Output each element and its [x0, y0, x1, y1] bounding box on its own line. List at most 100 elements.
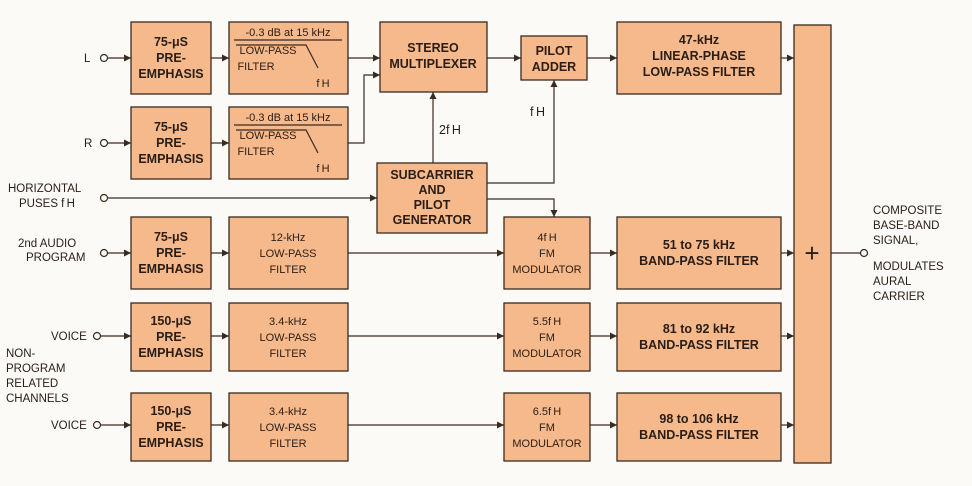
svg-text:LOW-PASS: LOW-PASS	[239, 45, 296, 57]
lowpass-filter-block-voice2: 3.4-kHz LOW-PASS FILTER	[228, 392, 349, 462]
svg-text:PRE-: PRE-	[156, 136, 186, 150]
svg-text:FILTER: FILTER	[269, 438, 306, 450]
preemphasis-block-l: 75-μS PRE- EMPHASIS	[130, 21, 212, 95]
label-nonprog-2: PROGRAM	[6, 363, 65, 375]
signal-wires	[97, 54, 860, 429]
svg-text:EMPHASIS: EMPHASIS	[138, 67, 203, 81]
terminal-output	[859, 248, 869, 258]
label-nonprog-1: NON-	[6, 348, 36, 360]
plus-sign: +	[804, 238, 819, 268]
svg-text:150-μS: 150-μS	[150, 404, 191, 418]
svg-text:LINEAR-PHASE: LINEAR-PHASE	[652, 49, 746, 63]
preemphasis-block-r: 75-μS PRE- EMPHASIS	[130, 106, 212, 180]
svg-text:3.4-kHz: 3.4-kHz	[269, 406, 307, 418]
lowpass-filter-block-r: -0.3 dB at 15 kHz LOW-PASS FILTER f H	[228, 106, 349, 180]
svg-text:PRE-: PRE-	[156, 246, 186, 260]
svg-text:EMPHASIS: EMPHASIS	[138, 262, 203, 276]
svg-text:81 to 92 kHz: 81 to 92 kHz	[663, 322, 735, 336]
fm-modulator-65fh-block: 6.5f H FM MODULATOR	[503, 392, 591, 462]
svg-text:BAND-PASS FILTER: BAND-PASS FILTER	[639, 254, 759, 268]
svg-text:MULTIPLEXER: MULTIPLEXER	[389, 57, 476, 71]
svg-text:75-μS: 75-μS	[154, 35, 188, 49]
label-l: L	[84, 53, 91, 65]
wire-fh-pilot	[487, 80, 558, 184]
input-labels: L R HORIZONTAL PUSES f H 2nd AUDIO PROGR…	[6, 53, 92, 432]
stereo-multiplexer-block: STEREO MULTIPLEXER	[379, 21, 488, 93]
svg-text:ADDER: ADDER	[532, 60, 576, 74]
lowpass-filter-block-sap: 12-kHz LOW-PASS FILTER	[228, 216, 349, 290]
svg-text:MODULATOR: MODULATOR	[512, 438, 581, 450]
svg-text:LOW-PASS: LOW-PASS	[239, 130, 296, 142]
label-2fh: 2f H	[439, 123, 461, 137]
wire-gen-mod	[487, 198, 558, 217]
svg-text:BAND-PASS FILTER: BAND-PASS FILTER	[639, 428, 759, 442]
label-horizontal-2: PUSES f H	[19, 198, 75, 210]
svg-text:-0.3 dB at 15 kHz: -0.3 dB at 15 kHz	[246, 112, 331, 124]
svg-text:EMPHASIS: EMPHASIS	[138, 436, 203, 450]
bandpass-51-75-block: 51 to 75 kHz BAND-PASS FILTER	[616, 216, 782, 290]
svg-text:4f H: 4f H	[537, 232, 556, 244]
svg-text:BAND-PASS FILTER: BAND-PASS FILTER	[639, 338, 759, 352]
terminal-l	[99, 53, 109, 63]
label-r: R	[84, 138, 92, 150]
svg-text:3.4-kHz: 3.4-kHz	[269, 316, 307, 328]
svg-text:FILTER: FILTER	[269, 264, 306, 276]
label-voice1: VOICE	[51, 331, 87, 343]
fh-label-l: f H	[316, 78, 329, 90]
summing-block: +	[793, 24, 832, 464]
svg-text:SUBCARRIER: SUBCARRIER	[390, 168, 473, 182]
svg-text:FILTER: FILTER	[269, 348, 306, 360]
label-nonprog-4: CHANNELS	[6, 393, 69, 405]
preemphasis-block-sap: 75-μS PRE- EMPHASIS	[130, 216, 212, 290]
lowpass-filter-block-voice1: 3.4-kHz LOW-PASS FILTER	[228, 302, 349, 372]
bandpass-98-106-block: 98 to 106 kHz BAND-PASS FILTER	[616, 392, 782, 462]
svg-text:-0.3 dB at 15 kHz: -0.3 dB at 15 kHz	[246, 27, 331, 39]
svg-text:EMPHASIS: EMPHASIS	[138, 152, 203, 166]
svg-text:PRE-: PRE-	[156, 420, 186, 434]
svg-text:FM: FM	[539, 248, 555, 260]
svg-text:MODULATES: MODULATES	[873, 261, 944, 273]
svg-text:FM: FM	[539, 332, 555, 344]
label-sap-2: PROGRAM	[26, 252, 85, 264]
svg-text:STEREO: STEREO	[407, 41, 459, 55]
fm-modulator-4fh-block: 4f H FM MODULATOR	[503, 216, 591, 290]
svg-text:PRE-: PRE-	[156, 330, 186, 344]
lowpass-filter-block-l: -0.3 dB at 15 kHz LOW-PASS FILTER f H	[228, 21, 349, 95]
svg-text:150-μS: 150-μS	[150, 314, 191, 328]
svg-text:FILTER: FILTER	[237, 146, 274, 158]
label-horizontal-1: HORIZONTAL	[8, 183, 82, 195]
svg-text:47-kHz: 47-kHz	[679, 33, 719, 47]
terminal-voice1	[92, 331, 102, 341]
pilot-adder-block: PILOT ADDER	[520, 35, 588, 81]
svg-text:GENERATOR: GENERATOR	[393, 213, 472, 227]
svg-text:75-μS: 75-μS	[154, 120, 188, 134]
svg-text:MODULATOR: MODULATOR	[512, 348, 581, 360]
fh-label-r: f H	[316, 163, 329, 175]
svg-text:98 to 106 kHz: 98 to 106 kHz	[659, 412, 738, 426]
svg-text:COMPOSITE: COMPOSITE	[873, 205, 942, 217]
wire-r-lpf	[348, 71, 380, 144]
svg-text:PILOT: PILOT	[414, 198, 451, 212]
svg-text:75-μS: 75-μS	[154, 230, 188, 244]
svg-text:5.5f H: 5.5f H	[533, 316, 562, 328]
svg-text:12-kHz: 12-kHz	[271, 232, 306, 244]
svg-text:51 to 75 kHz: 51 to 75 kHz	[663, 238, 735, 252]
svg-text:LOW-PASS FILTER: LOW-PASS FILTER	[643, 65, 755, 79]
preemphasis-block-voice1: 150-μS PRE- EMPHASIS	[130, 302, 212, 372]
preemphasis-block-voice2: 150-μS PRE- EMPHASIS	[130, 392, 212, 462]
output-label: COMPOSITE BASE-BAND SIGNAL, MODULATES AU…	[873, 205, 944, 303]
subcarrier-generator-block: SUBCARRIER AND PILOT GENERATOR	[376, 162, 488, 234]
terminal-horizontal	[99, 193, 109, 203]
linear-phase-lowpass-block: 47-kHz LINEAR-PHASE LOW-PASS FILTER	[616, 21, 782, 95]
svg-text:FM: FM	[539, 422, 555, 434]
svg-text:BASE-BAND: BASE-BAND	[873, 220, 939, 232]
input-terminals	[92, 53, 869, 430]
svg-text:LOW-PASS: LOW-PASS	[259, 332, 316, 344]
svg-text:6.5f H: 6.5f H	[533, 406, 562, 418]
svg-text:EMPHASIS: EMPHASIS	[138, 346, 203, 360]
svg-text:CARRIER: CARRIER	[873, 291, 925, 303]
terminal-sap	[99, 248, 109, 258]
bandpass-81-92-block: 81 to 92 kHz BAND-PASS FILTER	[616, 302, 782, 372]
svg-text:AURAL: AURAL	[873, 276, 912, 288]
